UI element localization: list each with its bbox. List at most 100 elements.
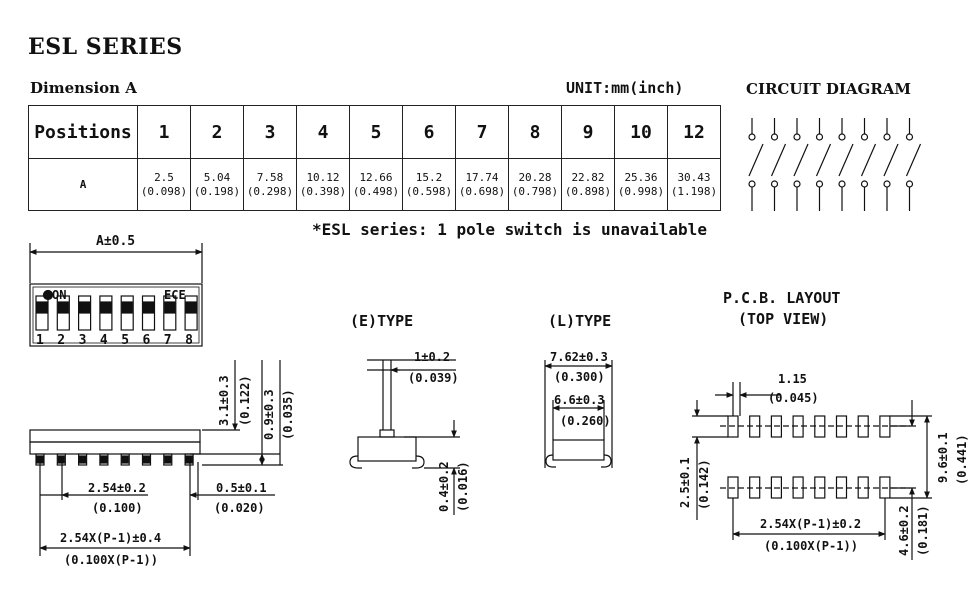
pcb-title: P.C.B. LAYOUT xyxy=(723,289,840,307)
circuit-switch xyxy=(883,118,899,211)
table-row: Positions 1 2 3 4 5 6 7 8 9 10 12 xyxy=(28,105,721,159)
lead xyxy=(56,453,66,466)
switch-actuator xyxy=(77,295,92,331)
table-cell: 2.5(0.098) xyxy=(137,158,191,211)
total-in: (0.100X(P-1)) xyxy=(64,553,158,567)
unit-label: UNIT:mm(inch) xyxy=(566,79,684,97)
table-row-label: A xyxy=(28,158,138,211)
switch-actuator xyxy=(99,295,113,331)
switch-actuator xyxy=(163,295,177,331)
unavailable-note: *ESL series: 1 pole switch is unavailabl… xyxy=(312,220,707,239)
table-cell: 10.12(0.398) xyxy=(296,158,350,211)
switch-actuator xyxy=(120,295,134,331)
pin-number: 1 xyxy=(36,333,44,348)
pcb-total-h-mm: 9.6±0.1 xyxy=(936,432,950,483)
circuit-diagram-title: CIRCUIT DIAGRAM xyxy=(746,80,912,98)
side-label: ECE xyxy=(164,288,186,302)
table-cell: 5.04(0.198) xyxy=(190,158,244,211)
circuit-switch xyxy=(860,118,877,211)
circuit-switch xyxy=(905,118,922,211)
lead-width-mm: 0.5±0.1 xyxy=(216,481,267,495)
height-mm: 3.1±0.3 xyxy=(217,375,231,426)
switch-top-view xyxy=(29,243,203,347)
e-type-drawing xyxy=(349,359,460,515)
e-width-mm: 1±0.2 xyxy=(414,350,450,364)
switch-side-view xyxy=(29,360,283,556)
switch-actuator xyxy=(184,295,198,331)
table-row-label: Positions xyxy=(28,105,138,159)
l-outer-mm: 7.62±0.3 xyxy=(550,350,608,364)
e-width-in: (0.039) xyxy=(408,371,459,385)
pcb-pad-mm: 1.15 xyxy=(778,372,807,386)
circuit-switch xyxy=(838,118,854,211)
on-label: ON xyxy=(52,288,66,302)
circuit-switch xyxy=(748,118,764,211)
lead xyxy=(99,453,109,466)
pin-number: 7 xyxy=(164,333,172,348)
pin-number: 2 xyxy=(57,333,65,348)
l-type-title: (L)TYPE xyxy=(548,312,611,330)
table-cell: 7.58(0.298) xyxy=(243,158,297,211)
table-cell: 7 xyxy=(455,105,509,159)
pin-number: 4 xyxy=(100,333,108,348)
circuit-switch xyxy=(770,118,787,211)
total-mm: 2.54X(P-1)±0.4 xyxy=(60,531,161,545)
lead-width-in: (0.020) xyxy=(214,501,265,515)
pcb-row-gap-in: (0.142) xyxy=(697,459,711,510)
e-height-mm: 0.4±0.2 xyxy=(437,461,451,512)
pcb-pitch-in: (0.100X(P-1)) xyxy=(764,539,858,553)
table-cell: 12 xyxy=(667,105,721,159)
l-type-drawing xyxy=(544,360,613,468)
pin-number: 8 xyxy=(185,333,193,348)
pcb-pad-len-mm: 4.6±0.2 xyxy=(897,505,911,556)
pitch-mm: 2.54±0.2 xyxy=(88,481,146,495)
switch-actuator xyxy=(141,295,156,331)
circuit-diagram xyxy=(748,118,922,211)
lead xyxy=(184,453,194,466)
table-cell: 3 xyxy=(243,105,297,159)
l-outer-in: (0.300) xyxy=(554,370,605,384)
table-row: A 2.5(0.098) 5.04(0.198) 7.58(0.298) 10.… xyxy=(28,158,721,211)
pin-number: 5 xyxy=(121,333,129,348)
pin-number: 3 xyxy=(79,333,87,348)
pcb-pad xyxy=(770,415,783,438)
pitch-in: (0.100) xyxy=(92,501,143,515)
e-type-title: (E)TYPE xyxy=(350,312,413,330)
circuit-switch xyxy=(815,118,832,211)
pcb-layout xyxy=(692,382,932,560)
dim-a-label: A±0.5 xyxy=(96,234,135,249)
table-cell: 10 xyxy=(614,105,668,159)
pcb-pad xyxy=(879,415,891,438)
pcb-pad-len-in: (0.181) xyxy=(916,505,930,556)
pcb-pad-in: (0.045) xyxy=(768,391,819,405)
dimension-table: Positions 1 2 3 4 5 6 7 8 9 10 12 A 2.5(… xyxy=(28,105,721,211)
dimension-label: Dimension A xyxy=(30,79,137,97)
lead xyxy=(141,453,152,466)
switch-actuator xyxy=(56,295,70,331)
table-cell: 12.66(0.498) xyxy=(349,158,403,211)
e-height-in: (0.016) xyxy=(456,461,470,512)
switch-actuator xyxy=(35,295,49,331)
lead xyxy=(163,453,173,466)
table-cell: 20.28(0.798) xyxy=(508,158,562,211)
table-cell: 15.2(0.598) xyxy=(402,158,456,211)
lead-in: (0.035) xyxy=(281,389,295,440)
table-cell: 30.43(1.198) xyxy=(667,158,721,211)
circuit-switch xyxy=(793,118,809,211)
lead-mm: 0.9±0.3 xyxy=(262,389,276,440)
lead xyxy=(120,453,130,466)
pcb-row-gap-mm: 2.5±0.1 xyxy=(678,457,692,508)
pcb-pitch-mm: 2.54X(P-1)±0.2 xyxy=(760,517,861,531)
pcb-total-h-in: (0.441) xyxy=(955,434,969,485)
pin1-dot xyxy=(42,289,54,301)
table-cell: 2 xyxy=(190,105,244,159)
pin-number: 6 xyxy=(143,333,151,348)
height-in: (0.122) xyxy=(238,375,252,426)
table-cell: 22.82(0.898) xyxy=(561,158,615,211)
pcb-pad xyxy=(770,476,783,499)
page-title: ESL SERIES xyxy=(28,34,183,60)
l-inner-in: (0.260) xyxy=(560,414,611,428)
pcb-subtitle: (TOP VIEW) xyxy=(738,310,828,328)
l-inner-mm: 6.6±0.3 xyxy=(554,393,605,407)
